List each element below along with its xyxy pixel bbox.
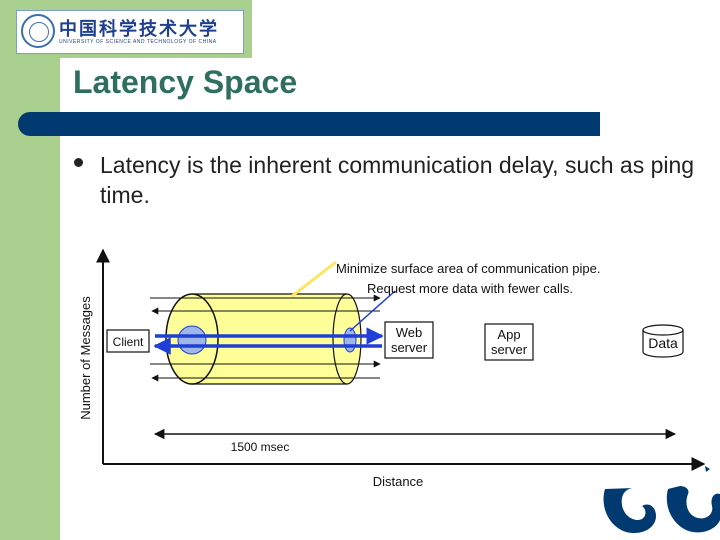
callout-minimize: Minimize surface area of communication p…	[336, 261, 600, 276]
app-server-box	[484, 323, 534, 361]
app-server-label-1: App	[497, 327, 520, 342]
title-panel	[60, 58, 720, 118]
bullet-text: Latency is the inherent communication de…	[100, 152, 695, 208]
pipe-inner-left	[177, 325, 207, 355]
data-label: Data	[648, 335, 678, 351]
latency-diagram: Number of Messages Distance Client Web s…	[78, 248, 720, 534]
callout-pointer-blue	[349, 290, 396, 332]
small-marker-icon	[705, 466, 710, 472]
bullet-icon	[74, 158, 83, 167]
client-box	[106, 329, 150, 353]
database-icon	[642, 324, 684, 358]
callout-pointer-yellow	[291, 260, 337, 298]
title-underline-bar	[18, 112, 600, 136]
slide-title: Latency Space	[73, 64, 298, 100]
web-server-label-1: Web	[396, 325, 423, 340]
seal-icon	[21, 14, 55, 48]
x-axis-label: Distance	[373, 474, 424, 489]
emblem-icon	[603, 486, 720, 534]
university-logo: 中国科学技术大学 UNIVERSITY OF SCIENCE AND TECHN…	[16, 10, 244, 54]
logo-chinese-name: 中国科学技术大学	[59, 19, 219, 40]
web-server-box	[384, 321, 434, 359]
side-band	[0, 0, 60, 540]
web-server-label-2: server	[391, 340, 428, 355]
logo-english-name: UNIVERSITY OF SCIENCE AND TECHNOLOGY OF …	[59, 39, 217, 45]
client-label: Client	[113, 335, 144, 349]
latency-span-label: 1500 msec	[231, 440, 290, 454]
callout-request: Request more data with fewer calls.	[367, 281, 573, 296]
app-server-label-2: server	[491, 342, 528, 357]
pipe-inner-right	[343, 327, 357, 353]
y-axis-label: Number of Messages	[78, 296, 93, 420]
